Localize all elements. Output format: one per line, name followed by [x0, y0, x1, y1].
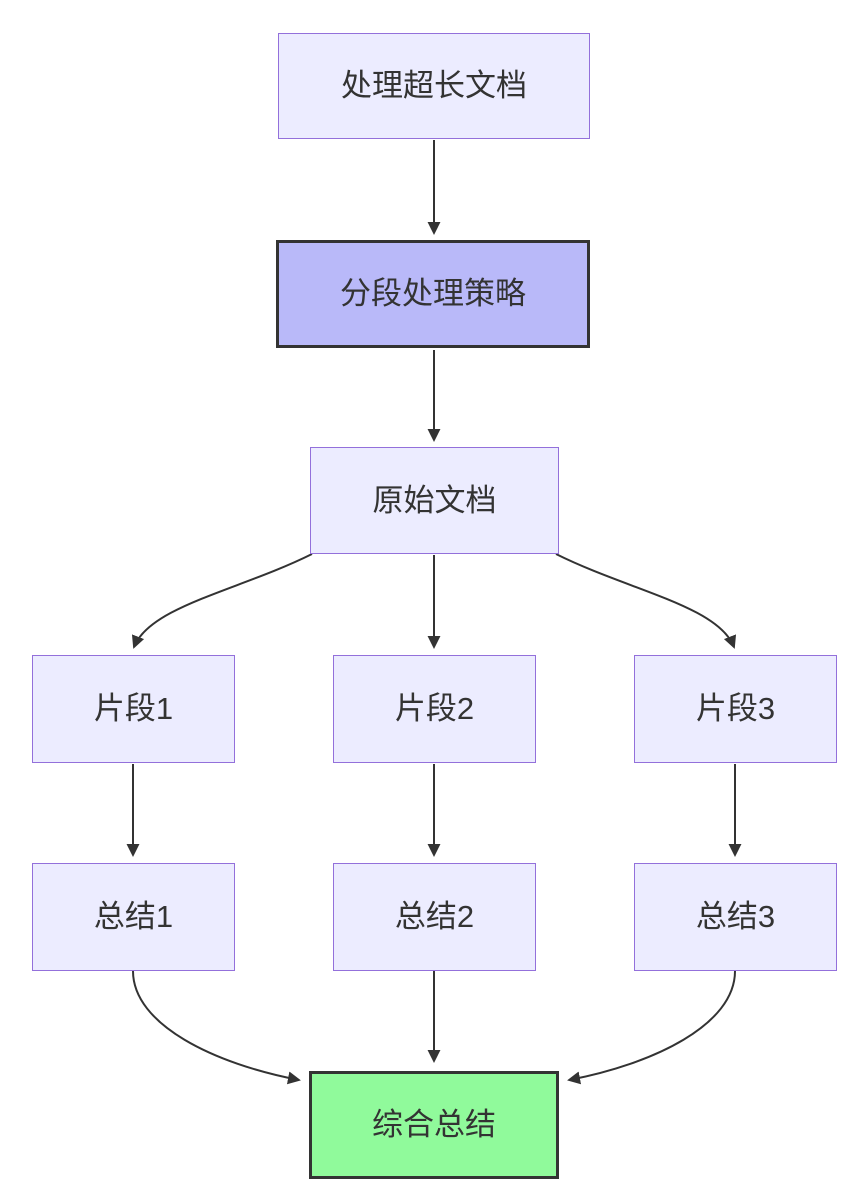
node-summary-3: 总结3: [634, 863, 837, 971]
node-original-doc: 原始文档: [310, 447, 559, 554]
node-label: 原始文档: [372, 482, 497, 518]
node-process-long-doc: 处理超长文档: [278, 33, 590, 139]
edge-original-doc-fragment-3: [555, 553, 737, 649]
node-summary-2: 总结2: [333, 863, 536, 971]
node-label: 片段2: [394, 691, 475, 727]
node-label: 处理超长文档: [341, 68, 527, 104]
node-segment-strategy: 分段处理策略: [276, 240, 590, 348]
node-label: 综合总结: [372, 1107, 496, 1143]
node-label: 片段3: [695, 691, 776, 727]
node-label: 总结3: [695, 899, 776, 935]
node-fragment-1: 片段1: [32, 655, 235, 763]
edge-original-doc-fragment-1: [131, 553, 313, 649]
node-summary-1: 总结1: [32, 863, 235, 971]
edge-summary-1-final-summary: [132, 970, 301, 1085]
node-label: 分段处理策略: [340, 276, 526, 312]
node-fragment-3: 片段3: [634, 655, 837, 763]
node-fragment-2: 片段2: [333, 655, 536, 763]
node-final-summary: 综合总结: [309, 1071, 559, 1179]
edge-summary-3-final-summary: [567, 970, 736, 1085]
node-label: 总结2: [394, 899, 475, 935]
node-label: 片段1: [93, 691, 174, 727]
node-label: 总结1: [93, 899, 174, 935]
